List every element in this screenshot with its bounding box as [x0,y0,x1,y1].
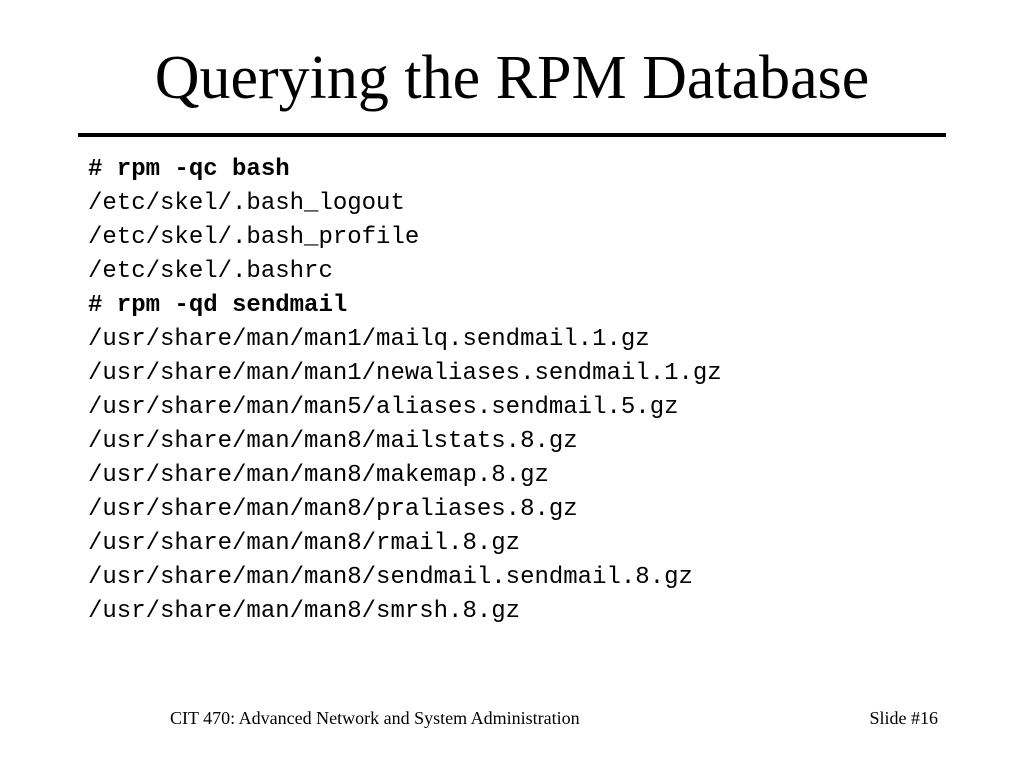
code-line-command: # rpm -qc bash [88,156,290,183]
code-line-output: /usr/share/man/man5/aliases.sendmail.5.g… [88,394,679,421]
code-line-output: /etc/skel/.bash_logout [88,190,405,217]
code-line-output: /usr/share/man/man8/praliases.8.gz [88,496,578,523]
footer-course-title: CIT 470: Advanced Network and System Adm… [170,708,580,728]
code-line-command: # rpm -qd sendmail [88,292,348,319]
code-line-output: /usr/share/man/man8/rmail.8.gz [88,530,521,557]
code-line-output: /usr/share/man/man1/newaliases.sendmail.… [88,360,722,387]
title-divider [78,133,946,137]
code-line-output: /usr/share/man/man8/mailstats.8.gz [88,428,578,455]
slide-title: Querying the RPM Database [154,44,870,112]
code-line-output: /etc/skel/.bashrc [88,258,333,285]
code-line-output: /usr/share/man/man8/makemap.8.gz [88,462,549,489]
code-line-output: /usr/share/man/man8/sendmail.sendmail.8.… [88,564,693,591]
code-line-output: /usr/share/man/man8/smrsh.8.gz [88,598,521,625]
footer-slide-number: Slide #16 [869,708,938,728]
code-listing: # rpm -qc bash /etc/skel/.bash_logout /e… [88,153,968,629]
code-line-output: /etc/skel/.bash_profile [88,224,420,251]
code-line-output: /usr/share/man/man1/mailq.sendmail.1.gz [88,326,650,353]
